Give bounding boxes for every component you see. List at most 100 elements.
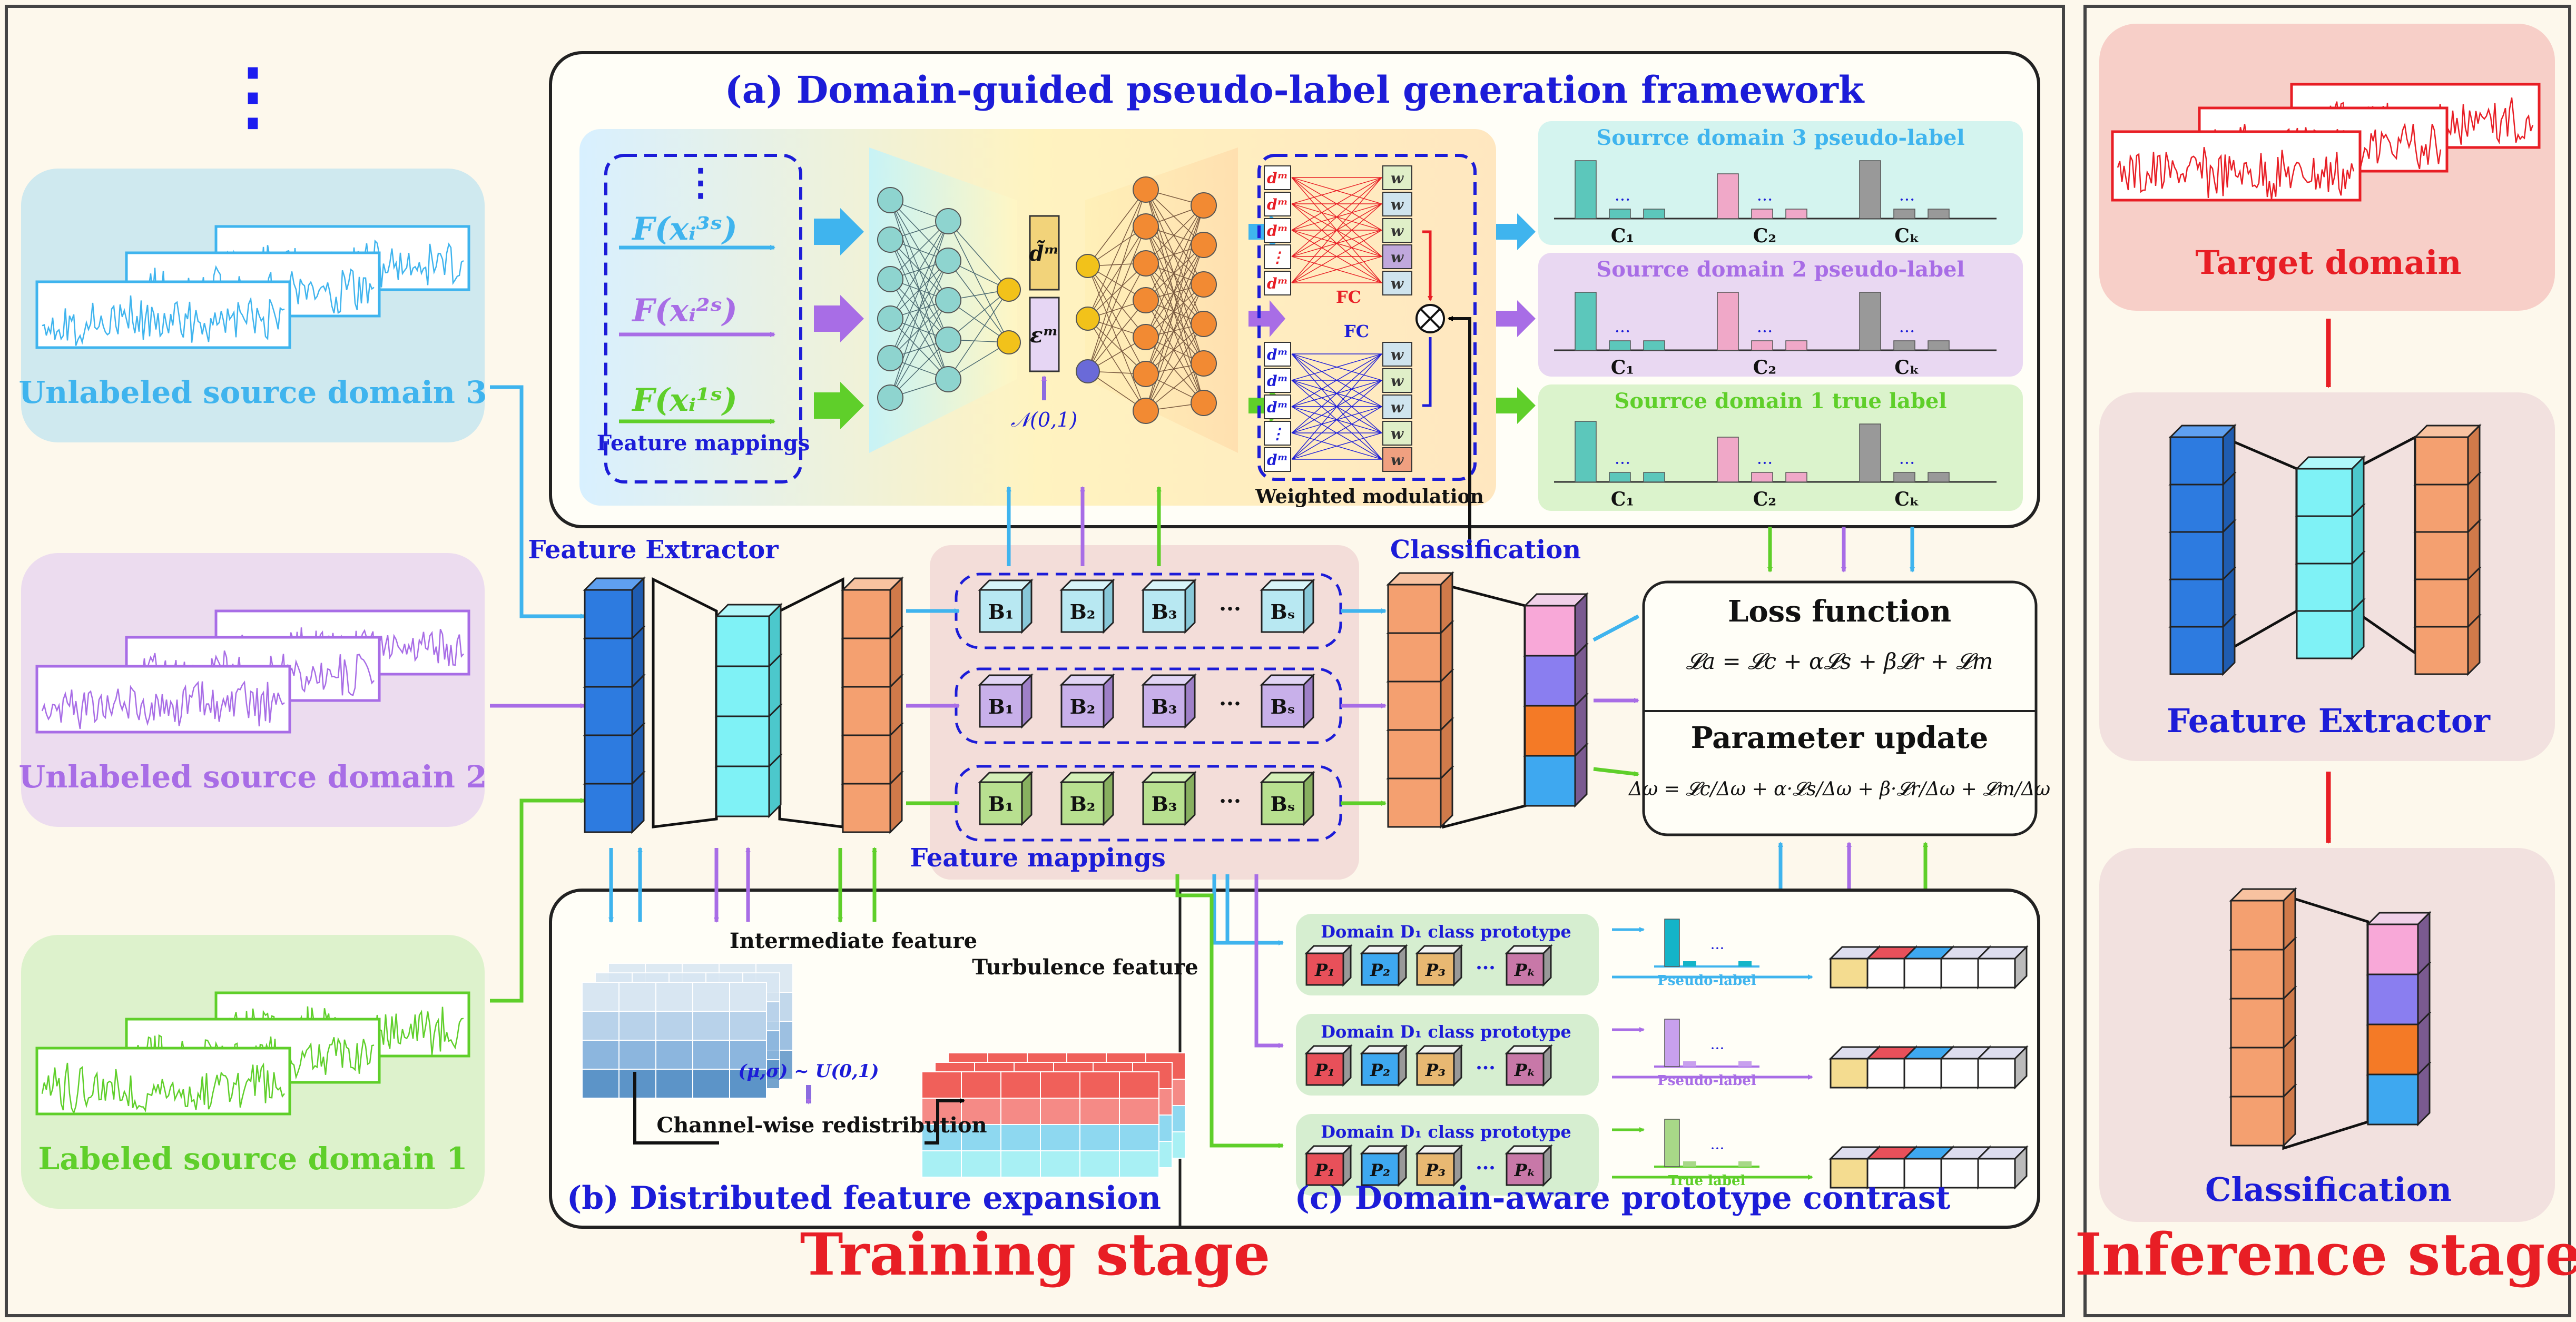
w-top-box [1382, 165, 1412, 190]
inference-frame [2083, 5, 2571, 1317]
dm-blue-box [1264, 421, 1291, 446]
vae-edge [1087, 189, 1146, 267]
output-arrow-3 [1496, 213, 1536, 250]
vae-node [877, 305, 903, 332]
block-0-2-side [1184, 578, 1196, 634]
panel-b-title: (b) Distributed feature expansion [567, 1180, 1161, 1217]
fe-col-blue-cell-4-face [584, 783, 633, 833]
input-dots: ⋮ [682, 160, 719, 204]
row-label: True label [1668, 1173, 1746, 1189]
intermediate-cube [655, 1040, 693, 1070]
output-dots: ··· [1757, 190, 1773, 210]
redistribution-line-in [633, 1072, 719, 1145]
panel-b-cubes [582, 963, 1186, 1178]
turbulence-cube [921, 1124, 962, 1151]
mini-bar-small-2 [1738, 1161, 1752, 1167]
fc-blue-edge [1291, 353, 1382, 460]
inf-cls-orange-cell-4-face [2230, 1096, 2285, 1147]
source-label-2: Unlabeled source domain 2 [19, 759, 487, 795]
fe-funnel-1 [652, 577, 718, 828]
fc-red-edge [1291, 203, 1382, 283]
block-label: B₃ [1152, 600, 1177, 624]
vae-node [935, 287, 961, 313]
block-0-0-side [1021, 578, 1033, 634]
prototype-title: Domain D₁ class prototype [1321, 922, 1571, 942]
vae-edge [1087, 265, 1146, 411]
block-2-3-face [1261, 781, 1305, 825]
vae-edge [1145, 263, 1204, 403]
block-2-3-side [1303, 771, 1314, 826]
fc-label-blue: FC [1344, 321, 1369, 341]
fe-col-orange-cell-0-face [842, 589, 891, 639]
output-bars: ···C₁···C₂···Cₖ···C₁···C₂···Cₖ···C₁···C₂… [1554, 160, 1997, 510]
w-top-label: w [1391, 249, 1404, 266]
fe-col-blue-cell-0-face [584, 589, 633, 639]
vae-edge [1145, 244, 1204, 411]
signal-0-c-wave [42, 295, 285, 346]
vae-edge [1145, 284, 1204, 374]
fc-blue-edge [1291, 353, 1382, 433]
inf-col-cyan-cell-1-face [2296, 515, 2353, 565]
block-label: B₁ [988, 600, 1014, 624]
source-label-1: Labeled source domain 1 [38, 1141, 468, 1177]
w-bot-box [1382, 368, 1412, 393]
vae-node-d2 [1076, 307, 1100, 331]
output-dots: ··· [1899, 321, 1915, 341]
block-label: B₁ [988, 792, 1014, 816]
dm-red-label: dᵐ [1267, 275, 1288, 292]
output-class-label: C₁ [1611, 357, 1634, 379]
fe-col-blue-cell-1-face [584, 637, 633, 688]
block-1-0-side [1021, 673, 1033, 729]
block-1-3-side [1303, 673, 1314, 729]
fe-col-orange-cell-3-face [842, 734, 891, 785]
inf-col-blue-cell-4-face [2169, 626, 2224, 675]
fc-blue-edge [1291, 432, 1382, 460]
turbulence-cube [1079, 1150, 1120, 1178]
prototype-label: P₁ [1314, 960, 1335, 980]
vae-edge [948, 289, 1009, 380]
output-class-label: Cₖ [1894, 488, 1920, 510]
vae-edge [948, 221, 1009, 290]
weighted-modulation-box [1257, 154, 1477, 481]
red-branch-arrow [1422, 230, 1433, 301]
output-dots: ··· [1899, 453, 1915, 473]
inf-col-orange-cell-0-side [2467, 423, 2481, 487]
vae-edge [890, 300, 949, 398]
contrast-cube-0-4-face [1977, 958, 2016, 989]
intermediate-cube [582, 1040, 620, 1070]
contrast-cube-1-4-face [1977, 1058, 2016, 1089]
prototype-label: Pₖ [1514, 960, 1536, 980]
dm-blue-box [1264, 447, 1291, 472]
output-class-label: C₂ [1753, 488, 1776, 510]
inf-col-cyan-cell-2-face [2296, 563, 2353, 612]
arrow-cls-loss-blue [1592, 614, 1639, 642]
panel-c-title: (c) Domain-aware prototype contrast [1295, 1180, 1951, 1217]
vae-edge [890, 221, 949, 280]
output-bar [1609, 340, 1631, 351]
inf-col-orange-cell-4-face [2414, 626, 2469, 675]
vae-edge [1087, 318, 1146, 374]
block-2-2-side [1184, 771, 1196, 826]
inference-classifier-panel [2099, 848, 2555, 1222]
vae-edge [1145, 205, 1204, 264]
output-bar [1785, 209, 1807, 219]
fe-col-orange-cell-4-face [842, 783, 891, 833]
block-label: Bₛ [1270, 695, 1295, 718]
prototype-dots: ··· [1476, 1057, 1496, 1079]
block-2-0-side [1021, 771, 1033, 826]
target-signal-c-wave [2117, 146, 2355, 200]
output-bar [1717, 437, 1739, 482]
inf-col-orange-cell-0-face [2414, 436, 2469, 486]
redistribution-label: Channel-wise redistribution [656, 1113, 987, 1138]
contrast-cube-0-1-face [1866, 958, 1905, 989]
dm-blue-label: dᵐ [1267, 451, 1288, 469]
block-dots: ··· [1219, 789, 1241, 814]
vae-edge [890, 260, 949, 398]
intermediate-cube [582, 982, 620, 1012]
intermediate-cube [692, 1040, 730, 1070]
contrast-cube-2-2-face [1903, 1158, 1942, 1189]
loss-title: Loss function [1728, 594, 1951, 629]
fe-funnel-2 [778, 577, 844, 828]
block-label: Bₛ [1270, 792, 1295, 816]
